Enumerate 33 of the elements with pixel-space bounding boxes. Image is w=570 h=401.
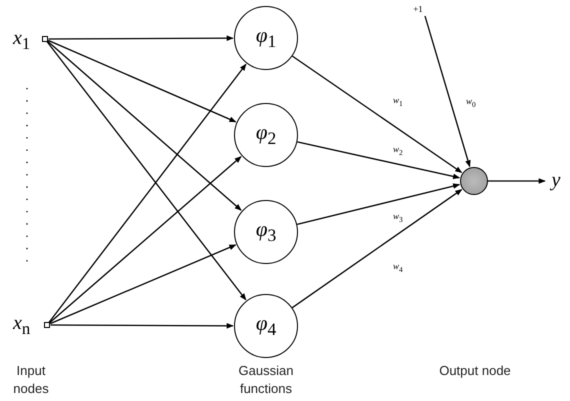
edge-label: w$_{3}$ — [392, 212, 404, 224]
arrow — [296, 183, 460, 226]
input-label: x$_{n}$ — [13, 313, 30, 338]
arrow — [47, 40, 242, 211]
arrow — [48, 35, 234, 41]
arrow — [48, 64, 246, 323]
edge-label: w$_{4}$ — [392, 262, 404, 274]
gaussian-node: φ$_{1}$ — [234, 6, 298, 70]
node-text: y — [548, 168, 564, 192]
gaussian-node: φ$_{4}$ — [234, 294, 298, 358]
input-node-square — [42, 36, 48, 42]
input-label: x$_{1}$ — [13, 28, 30, 53]
layer-label: Gaussian functions — [238, 362, 294, 398]
arrow — [50, 244, 236, 324]
gaussian-node: φ$_{3}$ — [234, 200, 298, 264]
output-node-circle — [460, 167, 488, 195]
arrow — [292, 189, 462, 308]
arrow — [48, 40, 236, 122]
edge-label: w$_{2}$ — [392, 145, 404, 156]
arrow — [46, 41, 246, 300]
gaussian-node: φ$_{2}$ — [234, 103, 298, 167]
node-text: +1 — [408, 2, 428, 16]
layer-label: Input nodes — [12, 362, 50, 398]
arrow — [297, 141, 460, 180]
input-node-square — [44, 322, 50, 328]
arrow — [50, 323, 234, 329]
arrow — [424, 16, 471, 168]
arrow — [292, 56, 462, 174]
edge-label: w$_{1}$ — [392, 96, 404, 108]
arrow — [488, 178, 546, 184]
edge-label: w$_{0}$ — [465, 97, 477, 108]
arrow — [49, 156, 242, 324]
layer-label: Output node — [438, 362, 512, 380]
